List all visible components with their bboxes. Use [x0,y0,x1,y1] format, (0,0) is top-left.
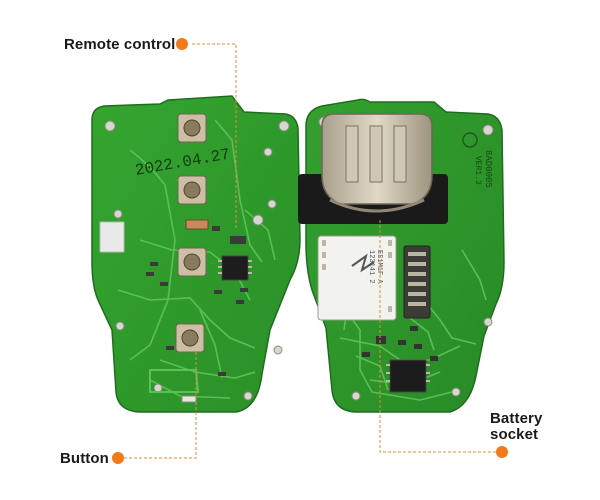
rf-module [317,235,397,321]
button-side-board: 2022.04.27 [91,95,301,413]
tactile-switch-1 [177,113,207,143]
module-print-1: ES1M1F A [375,250,383,284]
module-print-2: 123141 2 [367,250,375,284]
battery-socket-callout-line1: Battery [490,410,543,427]
board-ver-print: VER1.3 [473,156,482,185]
tactile-switch-2 [177,175,207,205]
battery-side-board: 8AD0005 VER1.3 ES1M1F A 123141 2 [298,98,505,413]
tactile-switch-4 [175,323,205,353]
battery-socket-callout-line2: socket [490,426,539,443]
battery-socket-dot [496,446,508,458]
ic-chip [221,255,249,281]
button-callout: Button [60,450,109,467]
board-id-print: 8AD0005 [483,150,493,188]
battery-clip [321,113,433,213]
remote-control-dot [176,38,188,50]
remote-control-callout: Remote control [64,36,176,53]
mcu-chip [389,359,427,393]
button-dot [112,452,124,464]
callout-leaders [124,43,500,459]
tactile-switch-3 [177,247,207,277]
